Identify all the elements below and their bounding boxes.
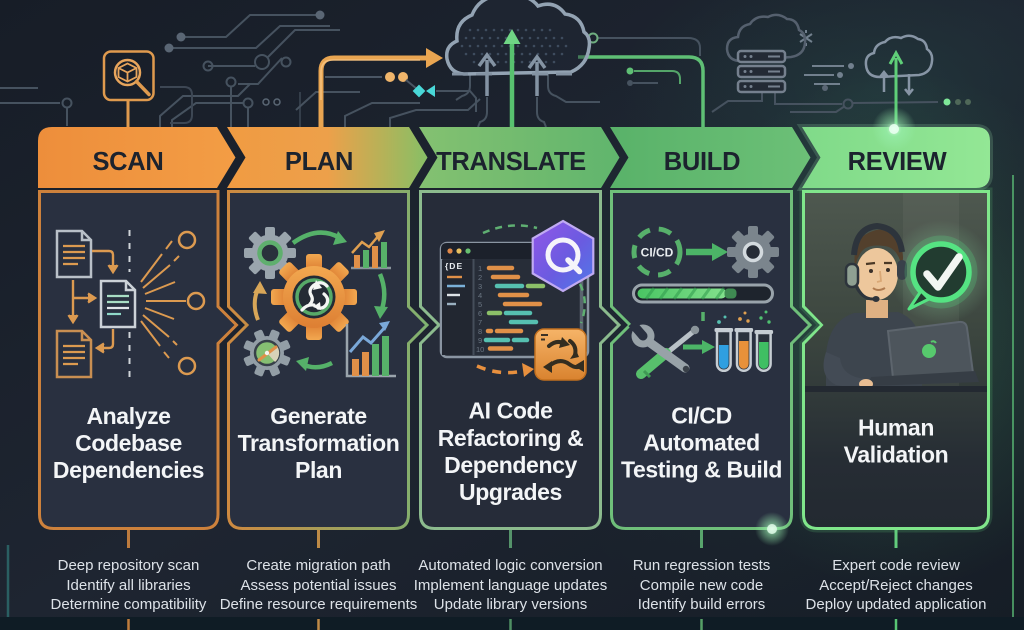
svg-text:Dependency: Dependency xyxy=(444,452,577,478)
svg-text:TRANSLATE: TRANSLATE xyxy=(436,148,586,176)
svg-text:CI/CD: CI/CD xyxy=(671,403,732,429)
svg-text:Create migration path: Create migration path xyxy=(246,557,390,574)
svg-text:Automated: Automated xyxy=(643,430,760,456)
svg-text:Automated logic conversion: Automated logic conversion xyxy=(418,557,602,574)
svg-text:9: 9 xyxy=(478,336,482,345)
svg-text:Testing & Build: Testing & Build xyxy=(621,457,782,483)
svg-text:Validation: Validation xyxy=(844,442,949,468)
svg-text:Determine compatibility: Determine compatibility xyxy=(51,596,207,613)
svg-text:Generate: Generate xyxy=(270,403,367,429)
svg-text:Transformation: Transformation xyxy=(238,430,400,456)
svg-text:10: 10 xyxy=(476,345,484,354)
svg-text:Define resource requirements: Define resource requirements xyxy=(220,596,418,613)
svg-text:Assess potential issues: Assess potential issues xyxy=(241,577,397,594)
svg-text:7: 7 xyxy=(478,318,482,327)
svg-text:Refactoring &: Refactoring & xyxy=(438,425,584,451)
svg-text:PLAN: PLAN xyxy=(285,148,353,176)
svg-text:Codebase: Codebase xyxy=(75,430,182,456)
svg-text:Implement language updates: Implement language updates xyxy=(414,577,607,594)
svg-text:SCAN: SCAN xyxy=(92,148,163,176)
svg-text:3: 3 xyxy=(478,282,482,291)
svg-text:Upgrades: Upgrades xyxy=(459,479,562,505)
svg-text:Dependencies: Dependencies xyxy=(53,457,204,483)
svg-text:1: 1 xyxy=(478,264,482,273)
svg-text:Run regression tests: Run regression tests xyxy=(633,557,771,574)
svg-text:Expert code review: Expert code review xyxy=(832,557,960,574)
svg-text:{DE: {DE xyxy=(445,261,463,271)
svg-text:Accept/Reject changes: Accept/Reject changes xyxy=(819,577,972,594)
svg-text:Human: Human xyxy=(858,415,934,441)
svg-text:8: 8 xyxy=(478,327,482,336)
svg-text:Update library versions: Update library versions xyxy=(434,596,587,613)
svg-text:Deploy updated application: Deploy updated application xyxy=(806,596,987,613)
svg-text:6: 6 xyxy=(478,309,482,318)
svg-text:BUILD: BUILD xyxy=(664,148,740,176)
svg-text:2: 2 xyxy=(478,273,482,282)
svg-text:Deep repository scan: Deep repository scan xyxy=(58,557,200,574)
svg-text:AI Code: AI Code xyxy=(468,398,552,424)
svg-text:CI/CD: CI/CD xyxy=(641,246,674,260)
svg-text:Plan: Plan xyxy=(295,457,342,483)
svg-text:Analyze: Analyze xyxy=(86,403,170,429)
svg-text:4: 4 xyxy=(478,291,482,300)
svg-text:Identify build errors: Identify build errors xyxy=(638,596,766,613)
svg-text:Compile new code: Compile new code xyxy=(640,577,763,594)
svg-text:REVIEW: REVIEW xyxy=(848,148,948,176)
svg-text:Identify all libraries: Identify all libraries xyxy=(66,577,190,594)
svg-text:5: 5 xyxy=(478,300,482,309)
